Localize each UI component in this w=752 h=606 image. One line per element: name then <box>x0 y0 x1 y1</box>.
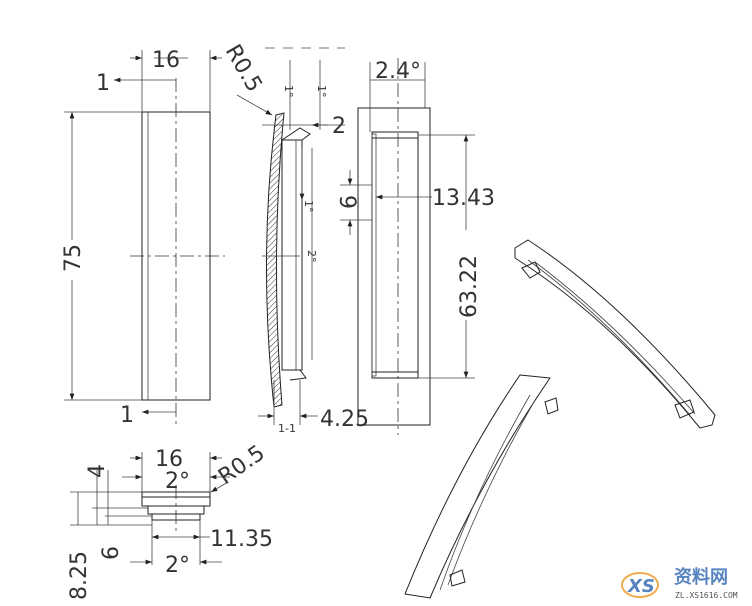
top-view: 2.4° 9 13.43 63.22 <box>334 58 495 435</box>
width-dim: 13.43 <box>432 186 495 211</box>
front-width-dim: 16 <box>152 48 180 73</box>
length-dim: 63.22 <box>457 255 482 318</box>
angle-inner-1: 1° <box>302 200 315 213</box>
angle-top-right: 1° <box>315 85 328 98</box>
end-radius: R0.5 <box>214 441 270 490</box>
front-view: 16 1 1 75 <box>61 48 225 428</box>
angle-inner-2: 2° <box>305 250 318 263</box>
thickness-dim: 4.25 <box>320 407 369 432</box>
end-view: 16 2° R0.5 4 6 8.25 11.35 2° <box>67 441 273 600</box>
end-dim-825: 8.25 <box>67 551 92 600</box>
step-dim: 2 <box>332 114 346 139</box>
end-angle-bottom: 2° <box>165 553 190 578</box>
watermark-name: 资料网 <box>674 566 728 588</box>
front-height-dim: 75 <box>61 244 86 272</box>
section-radius: R0.5 <box>220 41 267 97</box>
section-label: 1-1 <box>278 422 296 435</box>
end-dim-1135: 11.35 <box>210 527 273 552</box>
watermark-logo: XS 资料网 ZL.XS1616.COM <box>621 566 738 600</box>
section-mark-bottom: 1 <box>120 403 134 428</box>
section-mark-top: 1 <box>96 71 110 96</box>
watermark-xs: XS <box>627 576 655 597</box>
draft-angle: 2.4° <box>375 59 421 84</box>
angle-top-left: 1° <box>282 85 295 98</box>
section-view: 1° 1° 2 R0.5 1° 2° 4.25 1-1 <box>220 41 369 436</box>
end-width-dim: 16 <box>155 447 183 472</box>
end-angle-top: 2° <box>165 469 190 494</box>
rib-dim: 9 <box>334 195 359 209</box>
end-dim-6: 6 <box>99 546 124 560</box>
isometric-view-1 <box>514 239 716 429</box>
end-dim-4: 4 <box>85 464 110 478</box>
section-hatch <box>265 112 285 408</box>
isometric-view-2 <box>404 374 559 599</box>
watermark-url: ZL.XS1616.COM <box>675 591 738 600</box>
